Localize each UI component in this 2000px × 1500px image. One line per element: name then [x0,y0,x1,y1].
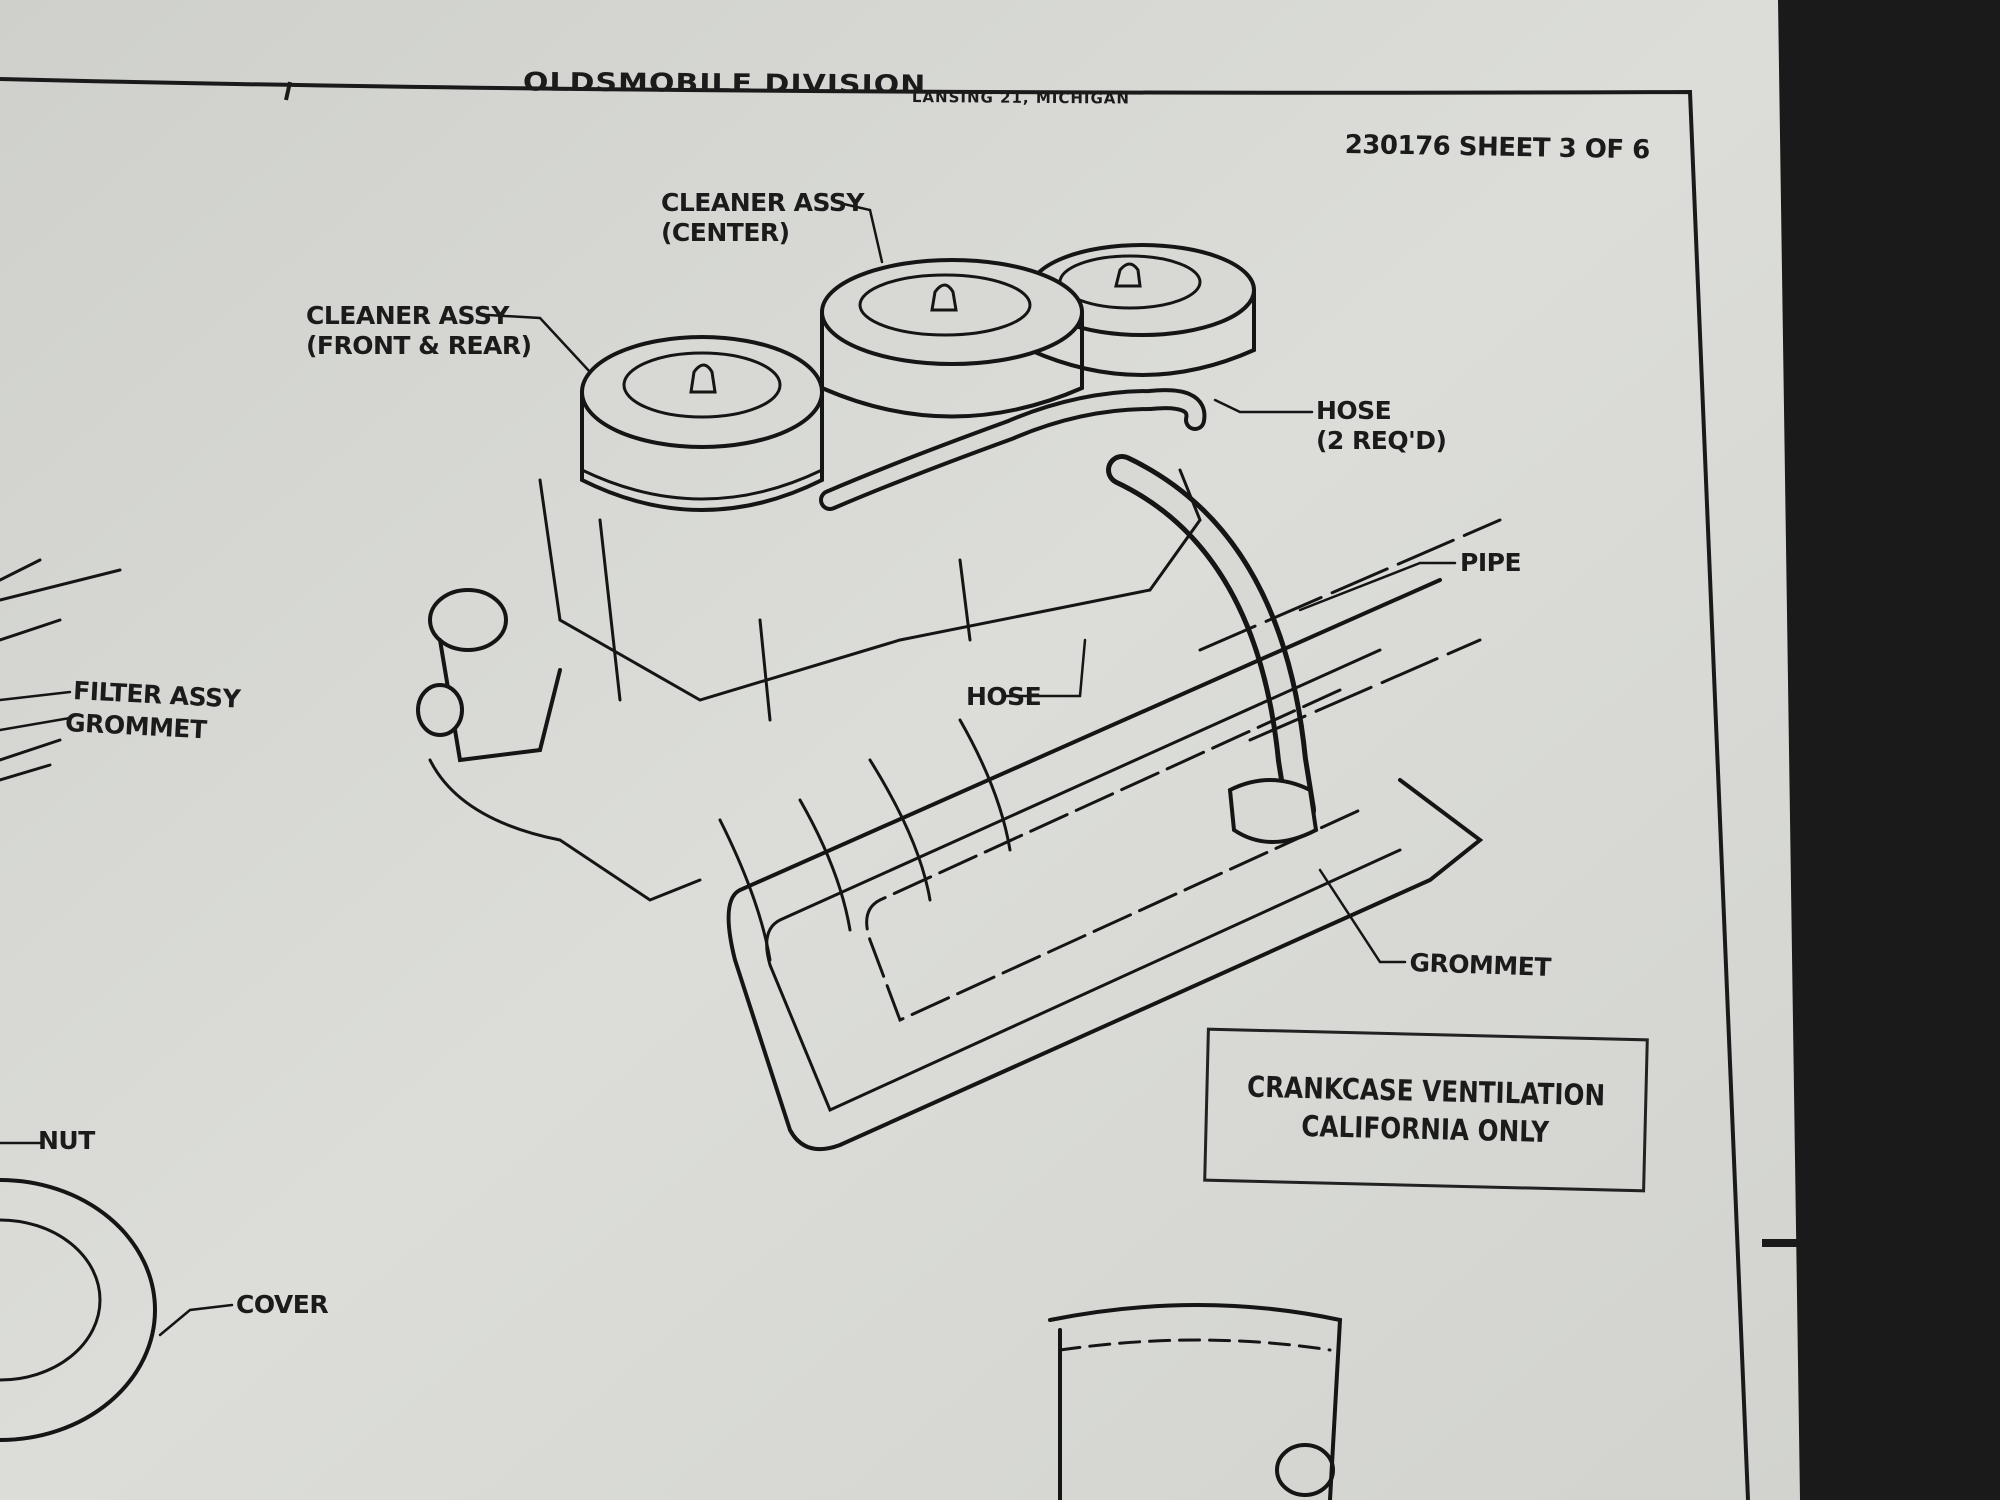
label-line: (CENTER) [661,218,790,247]
sheet-reference: 230176 SHEET 3 OF 6 [1344,130,1651,166]
note-line-2: CALIFORNIA ONLY [1301,1108,1550,1150]
intake-manifold [428,718,1012,962]
paper-page [0,0,1800,1500]
leader-lines [0,200,1457,1337]
label-cover: COVER [236,1290,329,1319]
label-line: (FRONT & REAR) [306,331,532,360]
note-line-1: CRANKCASE VENTILATION [1247,1069,1606,1113]
note-box-crankcase-ventilation: CRANKCASE VENTILATION CALIFORNIA ONLY [1203,1027,1649,1193]
label-pipe: PIPE [1460,548,1522,577]
label-line: (2 REQ'D) [1316,426,1447,455]
sheet-border [0,77,1800,1500]
division-location: LANSING 21, MICHIGAN [911,87,1131,108]
valve-cover [726,578,1484,1151]
connecting-hoses [819,388,1207,511]
filter-assy-partial [0,558,122,782]
thermostat-housing [416,588,562,763]
label-cleaner-assy-center: CLEANER ASSY(CENTER) [661,188,865,248]
air-cleaner-rear [1028,243,1256,377]
label-hose: HOSE [966,682,1042,711]
engine-illustration [0,200,1502,1500]
label-grommet: GROMMET [1408,948,1552,982]
air-cleaner-front [580,335,824,512]
cylinder-head-lines [1198,518,1502,742]
label-cleaner-assy-front-rear: CLEANER ASSY(FRONT & REAR) [306,301,532,361]
carburetor-bodies [538,468,1202,722]
division-title: OLDSMOBILE DIVISION [522,67,927,101]
cover-part [0,1178,157,1442]
label-line: CLEANER ASSY [306,301,509,330]
label-line: CLEANER ASSY [661,188,865,217]
ventilation-pipe [1106,454,1319,844]
label-hose-2-reqd: HOSE(2 REQ'D) [1316,396,1447,456]
air-cleaner-center [820,258,1084,419]
label-nut: NUT [38,1126,95,1155]
lower-part [1048,1303,1343,1500]
label-line: HOSE [1316,396,1392,425]
